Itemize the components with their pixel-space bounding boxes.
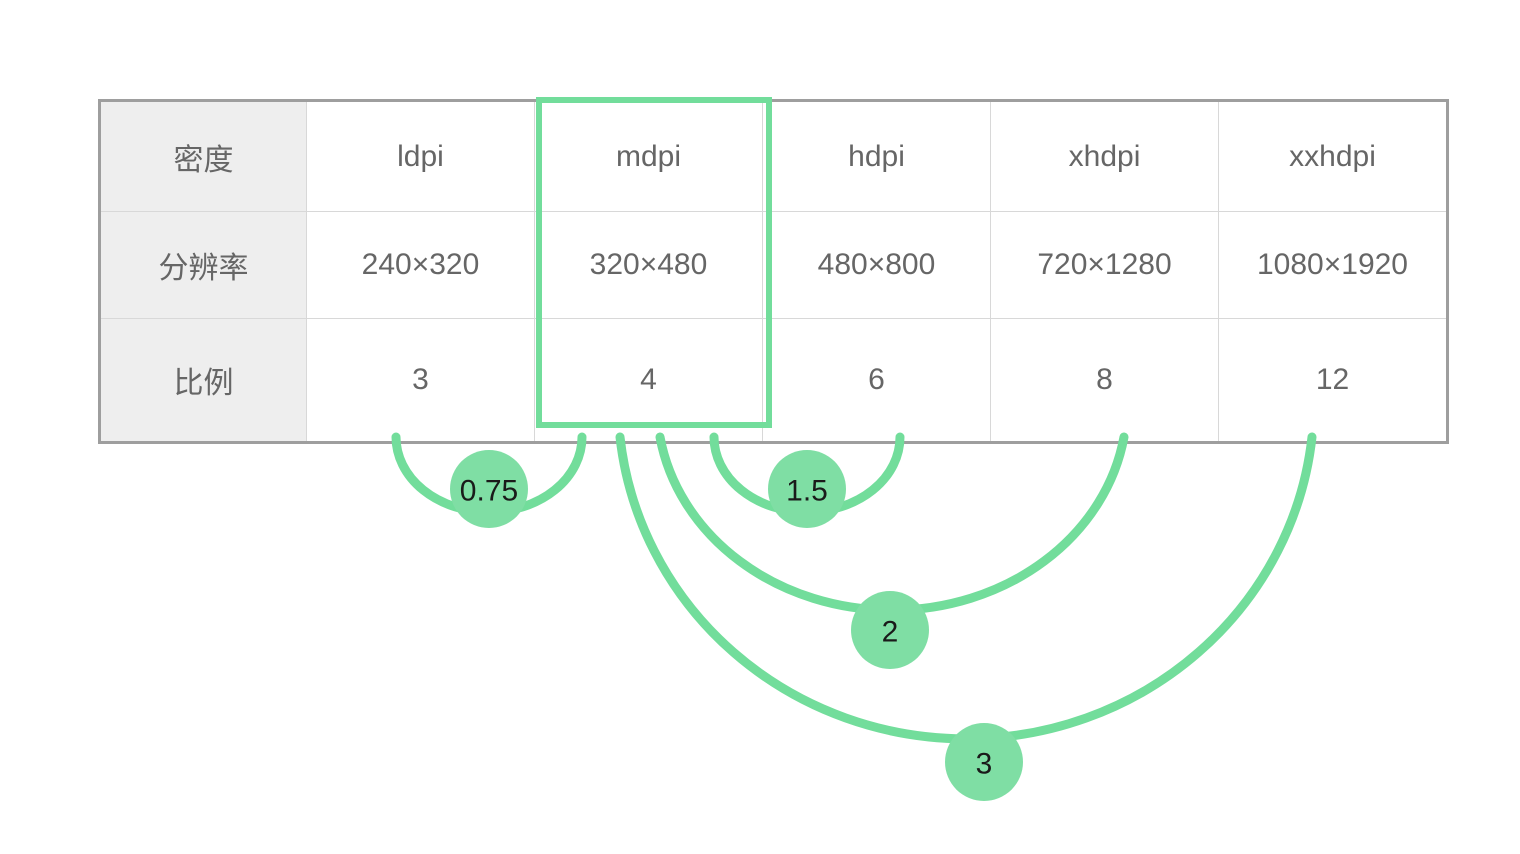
cell-resolution-mdpi: 320×480 <box>534 211 763 319</box>
arc-badge-label-hdpi: 1.5 <box>786 475 828 508</box>
cell-density-xhdpi: xhdpi <box>990 100 1219 212</box>
arc-path-xhdpi <box>655 432 1129 615</box>
arc-badge-hdpi: 1.5 <box>768 450 846 528</box>
cell-ratio-ldpi: 3 <box>306 318 535 443</box>
arc-badge-circle-hdpi <box>768 450 846 528</box>
cell-density-ldpi: ldpi <box>306 100 535 212</box>
row-header-density: 密度 <box>99 100 307 212</box>
table-row-resolution: 分辨率 240×320 320×480 480×800 720×1280 108… <box>99 211 1448 319</box>
cell-resolution-hdpi: 480×800 <box>762 211 991 319</box>
cell-density-mdpi: mdpi <box>534 100 763 212</box>
arc-path-hdpi <box>709 432 905 517</box>
row-header-resolution: 分辨率 <box>99 211 307 319</box>
arc-badge-circle-ldpi <box>450 450 528 528</box>
arc-badge-label-xhdpi: 2 <box>882 616 899 649</box>
density-table: 密度 ldpi mdpi hdpi xhdpi xxhdpi 分辨率 240×3… <box>98 99 1449 444</box>
cell-ratio-mdpi: 4 <box>534 318 763 443</box>
arc-badge-xxhdpi: 3 <box>945 723 1023 801</box>
arc-badge-xhdpi: 2 <box>851 591 929 669</box>
arc-badge-circle-xhdpi <box>851 591 929 669</box>
arc-badge-circle-xxhdpi <box>945 723 1023 801</box>
cell-ratio-hdpi: 6 <box>762 318 991 443</box>
arc-badge-label-ldpi: 0.75 <box>460 475 518 508</box>
cell-resolution-xxhdpi: 1080×1920 <box>1218 211 1448 319</box>
cell-resolution-xhdpi: 720×1280 <box>990 211 1219 319</box>
arc-path-ldpi <box>391 432 587 517</box>
table-row-density: 密度 ldpi mdpi hdpi xhdpi xxhdpi <box>99 100 1448 212</box>
row-header-ratio: 比例 <box>99 318 307 443</box>
arc-path-xxhdpi <box>615 432 1317 744</box>
cell-ratio-xxhdpi: 12 <box>1218 318 1448 443</box>
cell-resolution-ldpi: 240×320 <box>306 211 535 319</box>
arc-badge-label-xxhdpi: 3 <box>976 748 993 781</box>
cell-ratio-xhdpi: 8 <box>990 318 1219 443</box>
cell-density-hdpi: hdpi <box>762 100 991 212</box>
table-row-ratio: 比例 3 4 6 8 12 <box>99 318 1448 443</box>
arc-badge-ldpi: 0.75 <box>450 450 528 528</box>
cell-density-xxhdpi: xxhdpi <box>1218 100 1448 212</box>
